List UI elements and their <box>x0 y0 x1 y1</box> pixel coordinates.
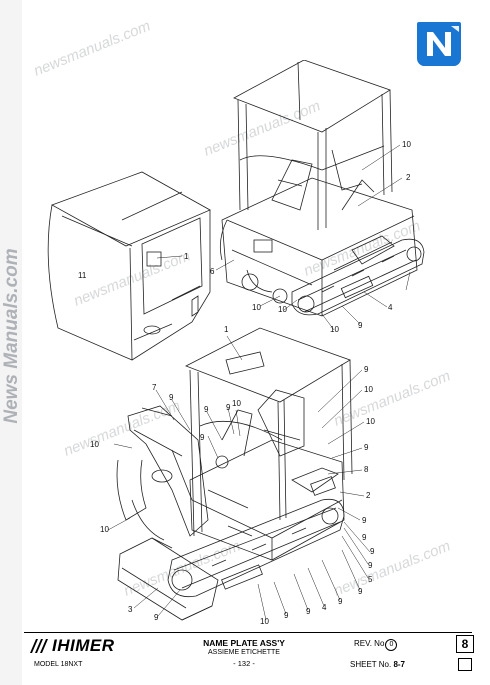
main-machine-canopy <box>185 327 353 537</box>
callout-label: 9 <box>226 403 231 412</box>
side-watermark-text: News Manuals.com <box>1 248 22 424</box>
callout-label: 9 <box>364 443 369 452</box>
sheet-number: SHEET No. 8-7 <box>350 660 405 669</box>
sheet-value: 8-7 <box>393 660 405 669</box>
callout-label: 9 <box>306 607 311 616</box>
callout-label: 10 <box>278 305 287 314</box>
callout-label: 2 <box>406 173 411 182</box>
exploded-parts-drawing: 10 2 1 6 11 10 10 10 9 4 1 7 9 9 10 9 10… <box>47 60 425 626</box>
site-logo-icon <box>417 22 461 66</box>
callout-label: 10 <box>402 140 411 149</box>
document-subtitle: ASSIEME ETICHETTE <box>208 649 280 656</box>
top-machine-canopy <box>233 60 393 230</box>
section-number-box: 8 <box>456 635 474 653</box>
callout-label: 10 <box>330 325 339 334</box>
callout-label: 9 <box>362 516 367 525</box>
revision-label: REV. No <box>354 639 385 648</box>
callout-label: 9 <box>169 393 174 402</box>
callout-label: 3 <box>128 605 133 614</box>
model-label: MODEL 18NXT <box>34 661 83 668</box>
brand-stripes-icon <box>30 639 48 653</box>
callout-label: 9 <box>204 405 209 414</box>
callout-label: 10 <box>90 440 99 449</box>
callout-label: 9 <box>358 587 363 596</box>
callout-label: 9 <box>364 365 369 374</box>
cab-assembly <box>47 171 211 361</box>
callout-label: 4 <box>322 603 327 612</box>
empty-checkbox <box>458 658 472 671</box>
callout-label: 10 <box>100 525 109 534</box>
callout-label: 5 <box>368 575 373 584</box>
top-machine-body <box>219 149 418 317</box>
main-machine-track <box>167 498 345 598</box>
title-block: IHIMER MODEL 18NXT NAME PLATE ASS'Y ASSI… <box>24 632 474 673</box>
page-number: - 132 - <box>233 659 255 668</box>
document-title: NAME PLATE ASS'Y <box>203 638 285 648</box>
callout-label: 9 <box>362 533 367 542</box>
side-watermark-band <box>0 0 22 685</box>
callout-label: 4 <box>388 303 393 312</box>
brand-logo: IHIMER <box>52 636 115 655</box>
callout-label: 8 <box>364 465 369 474</box>
callout-label: 9 <box>368 561 373 570</box>
leader-lines <box>107 144 411 621</box>
callout-label: 2 <box>366 491 371 500</box>
callout-label: 11 <box>78 271 87 280</box>
callout-label: 6 <box>210 267 215 276</box>
sheet-label: SHEET No. <box>350 660 392 669</box>
main-machine-boom <box>116 405 209 541</box>
callout-label: 9 <box>200 433 205 442</box>
callout-label: 7 <box>152 383 157 392</box>
revision-value: 0 <box>385 639 398 651</box>
main-machine-body <box>189 389 345 561</box>
callout-label: 1 <box>224 325 229 334</box>
callout-label: 9 <box>370 547 375 556</box>
callout-label: 9 <box>154 613 159 622</box>
callout-label: 10 <box>260 617 269 626</box>
callout-label: 9 <box>338 597 343 606</box>
callout-label: 9 <box>284 611 289 620</box>
callout-label: 1 <box>184 252 189 261</box>
callout-label: 10 <box>366 417 375 426</box>
top-machine-track <box>291 238 425 316</box>
callout-label: 10 <box>252 303 261 312</box>
callout-label: 10 <box>232 399 241 408</box>
callout-label: 9 <box>358 321 363 330</box>
callout-label: 10 <box>364 385 373 394</box>
dozer-blade <box>117 537 219 621</box>
